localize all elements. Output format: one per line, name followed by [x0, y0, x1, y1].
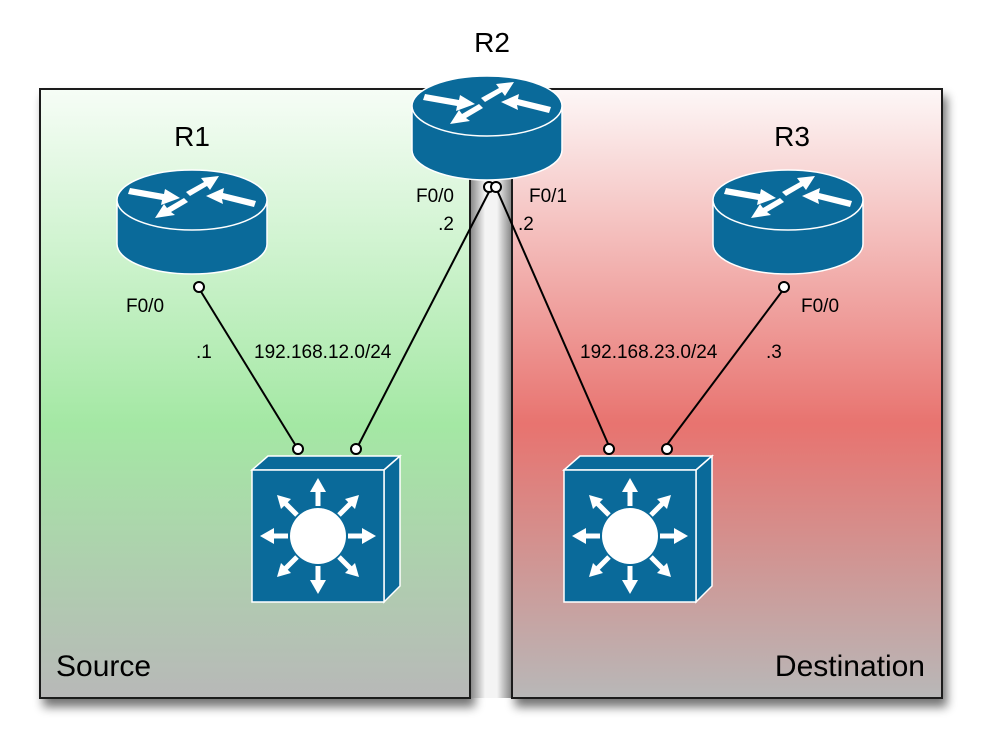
router-icon: [712, 169, 864, 275]
r2-f00-interface-label: F0/0: [416, 186, 454, 207]
r1-interface-label: F0/0: [126, 296, 164, 317]
r2-f01-interface-label: F0/1: [529, 186, 567, 207]
r2-f01-host-label: .2: [518, 214, 534, 235]
router-r3-name: R3: [774, 121, 810, 152]
port-sw2-a: [603, 443, 615, 455]
r2-f00-host-label: .2: [438, 214, 454, 235]
port-r3-f00: [778, 281, 790, 293]
multilayer-switch-icon: [564, 456, 712, 602]
port-sw1-b: [350, 443, 362, 455]
router-r2[interactable]: R2: [411, 27, 563, 181]
multilayer-switch-icon: [252, 456, 400, 602]
link-r2-sw1: [357, 189, 491, 447]
router-icon: [116, 169, 268, 275]
r1-host-label: .1: [196, 342, 212, 363]
switch-sw1[interactable]: [252, 456, 400, 602]
link-r3-sw2: [665, 289, 784, 447]
r3-interface-label: F0/0: [801, 296, 839, 317]
link-r2-sw2: [496, 189, 610, 447]
router-r1[interactable]: R1: [116, 121, 268, 275]
destination-zone-box: [511, 88, 943, 699]
router-r2-name: R2: [474, 27, 510, 58]
links: [199, 189, 784, 447]
source-zone-box: [39, 88, 471, 699]
router-r3[interactable]: R3: [712, 121, 864, 275]
destination-zone: Destination: [511, 88, 943, 699]
router-r1-name: R1: [174, 121, 210, 152]
r3-host-label: .3: [766, 342, 782, 363]
switch-sw2[interactable]: [564, 456, 712, 602]
zone-separator: [471, 150, 511, 698]
link-r1-sw1: [199, 289, 297, 447]
source-zone-label: Source: [56, 650, 151, 683]
destination-zone-label: Destination: [775, 650, 925, 683]
port-r2-f01: [490, 181, 502, 193]
network-left-label: 192.168.12.0/24: [254, 342, 392, 363]
port-sw1-a: [292, 443, 304, 455]
port-markers: [193, 181, 790, 455]
port-sw2-b: [661, 443, 673, 455]
port-r1-f00: [193, 281, 205, 293]
network-right-label: 192.168.23.0/24: [580, 342, 718, 363]
source-zone: Source: [39, 88, 471, 699]
router-icon: [411, 75, 563, 181]
